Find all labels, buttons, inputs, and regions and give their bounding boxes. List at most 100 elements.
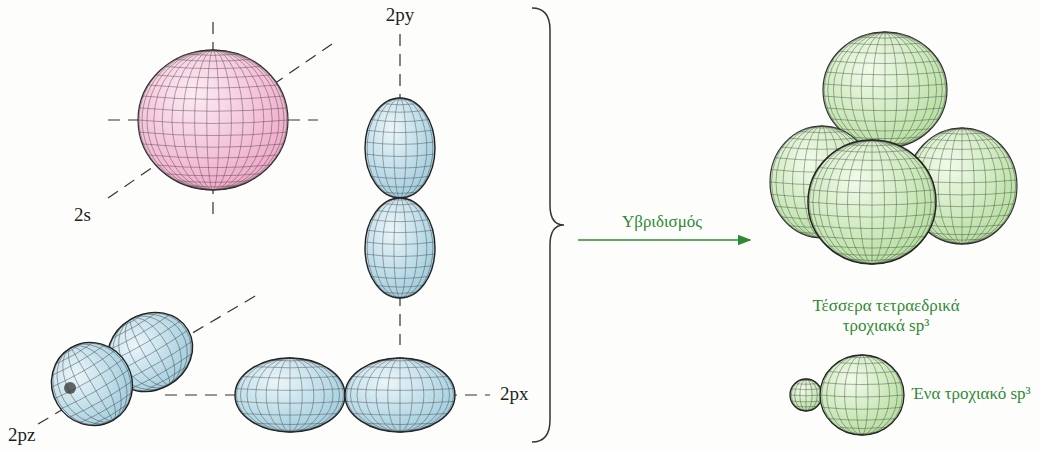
grid-line bbox=[940, 133, 985, 134]
grid-line bbox=[848, 140, 872, 264]
grid-line bbox=[365, 254, 434, 256]
grid-line bbox=[921, 147, 1003, 149]
grid-line bbox=[120, 314, 144, 328]
grid-line bbox=[826, 108, 944, 111]
grid-line bbox=[176, 59, 251, 61]
grid-line bbox=[176, 181, 251, 183]
grid-line bbox=[165, 66, 261, 68]
grid-line bbox=[921, 225, 1003, 227]
grid-line bbox=[365, 142, 434, 144]
grid-line bbox=[367, 266, 432, 268]
grid-line bbox=[849, 43, 922, 45]
grid-line bbox=[849, 433, 875, 435]
grid-line bbox=[822, 355, 862, 435]
grid-line bbox=[962, 128, 1012, 244]
grid-line bbox=[367, 230, 432, 232]
result-caption: Τέσσερα τετραεδρικά τροχιακά sp³ bbox=[791, 296, 981, 337]
grid-line bbox=[172, 50, 213, 190]
grid-line bbox=[862, 355, 902, 435]
grid-line bbox=[885, 32, 942, 148]
grid-lines bbox=[365, 98, 434, 198]
grid-line bbox=[143, 96, 284, 99]
grid-line bbox=[213, 50, 243, 190]
grid-line bbox=[810, 127, 833, 129]
grid-line bbox=[835, 355, 863, 435]
grid-line bbox=[377, 285, 423, 287]
grid-line bbox=[392, 199, 409, 201]
grid-line bbox=[862, 355, 879, 435]
grid-line bbox=[213, 50, 254, 190]
grid-line bbox=[290, 358, 344, 432]
grid-line bbox=[130, 354, 192, 391]
grid-line bbox=[827, 355, 862, 435]
orbital-label: 2pz bbox=[8, 424, 35, 447]
grid-line bbox=[809, 140, 872, 264]
grid-line bbox=[394, 98, 400, 198]
grid-line bbox=[885, 32, 946, 148]
grid-line bbox=[213, 50, 231, 190]
p-orbital-lobe bbox=[345, 358, 455, 432]
grid-line bbox=[827, 158, 918, 160]
grid-line bbox=[384, 104, 417, 105]
grid-line bbox=[400, 98, 433, 198]
grid-line bbox=[790, 138, 855, 140]
grid-line bbox=[808, 202, 936, 205]
grid-line bbox=[885, 32, 886, 148]
grid-line bbox=[346, 389, 454, 391]
grid-line bbox=[376, 358, 400, 432]
grid-line bbox=[951, 129, 974, 131]
grid-line bbox=[377, 111, 423, 113]
grid-line bbox=[71, 329, 146, 421]
grid-line bbox=[940, 239, 985, 240]
grid-line bbox=[346, 401, 454, 403]
grid-line bbox=[200, 188, 226, 190]
grid-line bbox=[819, 168, 925, 171]
grid-line bbox=[236, 389, 344, 391]
grid-line bbox=[823, 96, 946, 99]
grid-line bbox=[849, 137, 922, 139]
grid-line bbox=[112, 312, 157, 339]
grid-line bbox=[52, 345, 105, 377]
grid-line bbox=[290, 358, 314, 432]
grid-line bbox=[872, 33, 898, 35]
grid-line bbox=[357, 358, 400, 432]
grid-line bbox=[371, 176, 429, 178]
grid-line bbox=[156, 165, 271, 168]
grid-line bbox=[365, 367, 436, 368]
grid-line bbox=[381, 429, 419, 431]
grid-line bbox=[143, 366, 188, 393]
grid-line bbox=[860, 37, 910, 38]
grid-line bbox=[862, 355, 897, 435]
grid-line bbox=[377, 185, 423, 187]
grid-line bbox=[242, 414, 337, 416]
grid-line bbox=[872, 140, 931, 264]
grid-line bbox=[392, 99, 409, 101]
grid-line bbox=[951, 242, 974, 244]
grid-line bbox=[373, 98, 400, 198]
grid-line bbox=[367, 98, 400, 198]
p-orbital-lobe bbox=[235, 358, 345, 432]
s-orbital bbox=[138, 50, 288, 190]
grid-line bbox=[108, 315, 170, 352]
grid-lines bbox=[365, 198, 434, 298]
grid-line bbox=[365, 242, 434, 244]
grid-line bbox=[930, 233, 995, 235]
grid-line bbox=[213, 50, 279, 190]
grid-line bbox=[827, 246, 918, 248]
grid-line bbox=[240, 358, 290, 432]
sp3-orbital bbox=[808, 140, 936, 264]
p-orbital-lobe bbox=[365, 198, 435, 298]
grid-line bbox=[809, 190, 935, 193]
grid-line bbox=[271, 360, 309, 362]
grid-lines bbox=[346, 358, 454, 432]
grouping-brace bbox=[532, 8, 564, 442]
grid-line bbox=[290, 358, 333, 432]
grid-line bbox=[383, 98, 401, 198]
grid-line bbox=[813, 140, 872, 264]
grid-line bbox=[872, 140, 896, 264]
grid-line bbox=[860, 262, 885, 264]
grid-line bbox=[43, 348, 113, 437]
grid-line bbox=[848, 259, 897, 260]
grid-line bbox=[71, 331, 141, 420]
